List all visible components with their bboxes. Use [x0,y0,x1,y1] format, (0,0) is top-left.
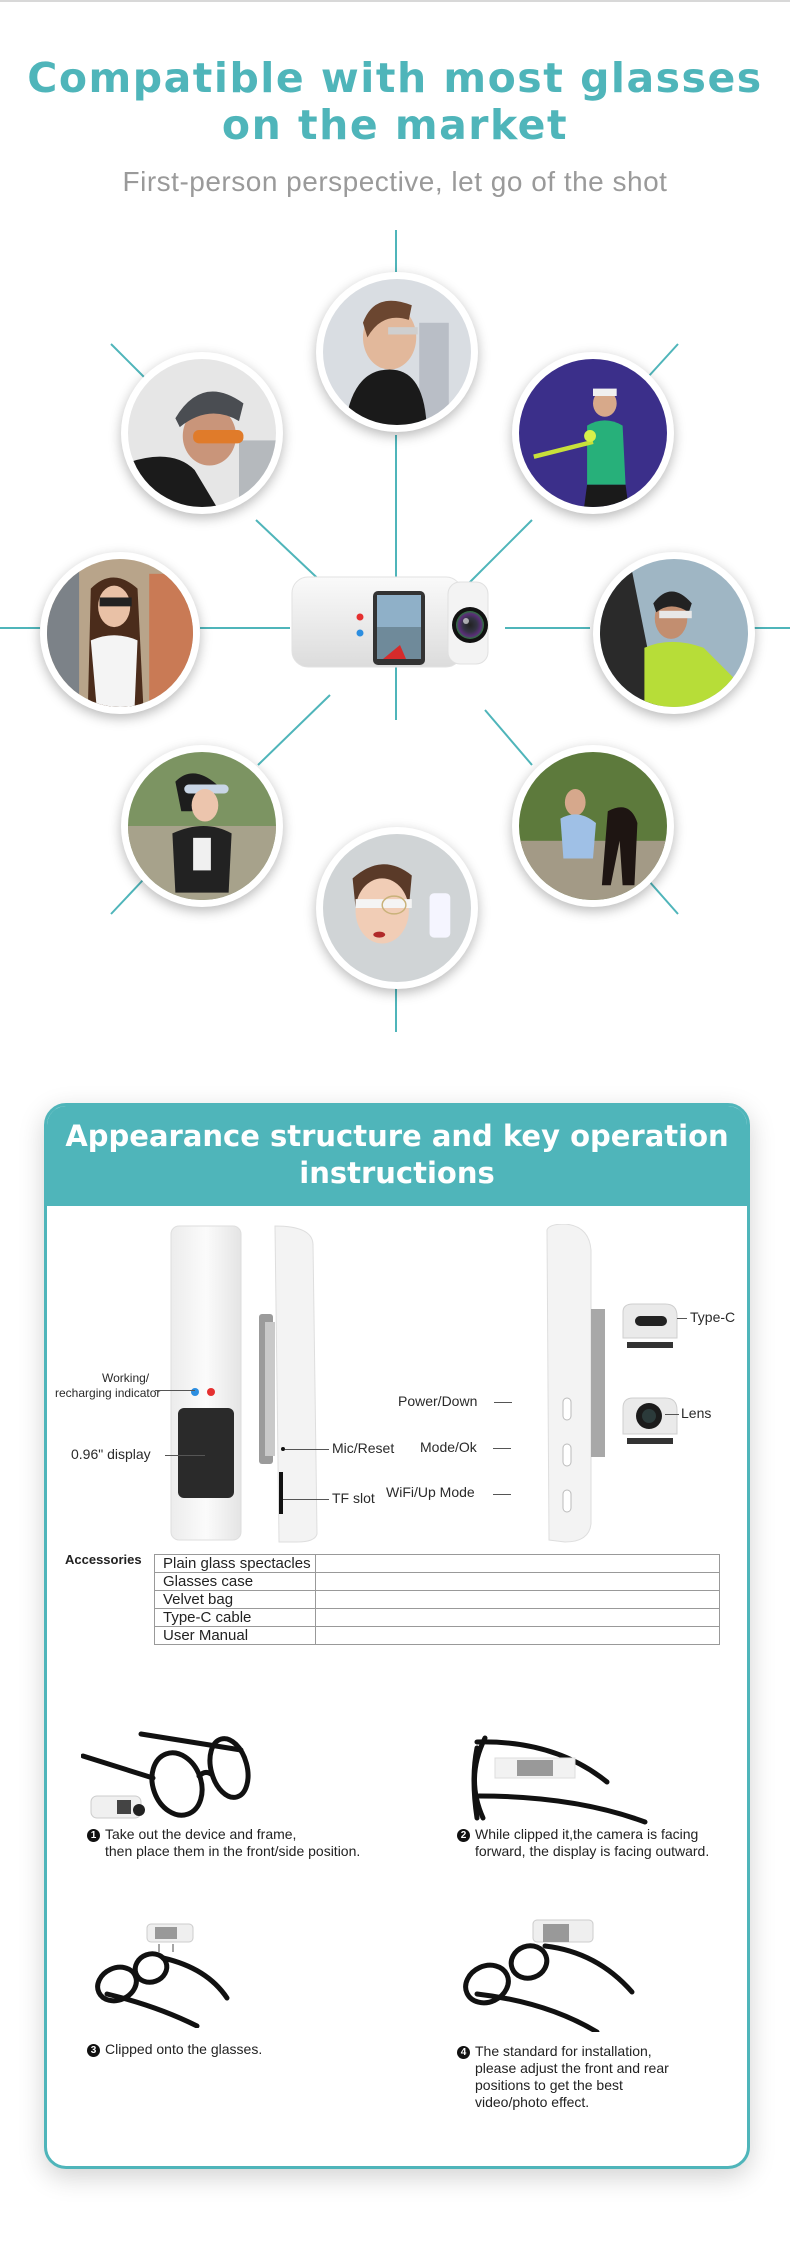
leader-mic [285,1449,329,1450]
leader-tf [283,1499,329,1500]
table-row: Velvet bag [154,1590,720,1609]
step3-illustration [95,1923,230,2028]
table-row: Plain glass spectacles [154,1554,720,1573]
label-mode-ok: Mode/Ok [420,1439,477,1455]
label-type-c: Type-C [690,1309,736,1325]
top-divider [0,0,790,2]
accessories-label: Accessories [65,1552,142,1567]
instructions-title-line2: instructions [299,1156,495,1190]
photo-lower-right [512,745,674,907]
device-back-view [546,1224,605,1543]
step-number-icon: 4 [457,2046,470,2059]
step-number-icon: 1 [87,1829,100,1842]
label-mic-reset: Mic/Reset [332,1440,395,1456]
step-number-icon: 3 [87,2044,100,2057]
photo-right [593,552,755,714]
step4-illustration [463,1919,635,2032]
leader-mode [493,1448,511,1449]
product-camera-image [291,576,489,668]
photo-upper-right [512,352,674,514]
instructions-card: Appearance structure and key operation i… [44,1103,750,2169]
type-c-port-closeup [622,1303,678,1348]
table-row: Glasses case [154,1572,720,1591]
table-row: User Manual [154,1626,720,1645]
hero-title-line1: Compatible with most glasses [27,54,763,102]
photo-upper-left [121,352,283,514]
leader-power [494,1402,512,1403]
label-wifi-up-mode: WiFi/Up Mode [386,1484,475,1500]
step-number-icon: 2 [457,1829,470,1842]
step2-illustration [471,1735,648,1825]
instructions-title-line1: Appearance structure and key operation [65,1119,729,1153]
hero-title: Compatible with most glasses on the mark… [0,55,790,149]
label-display: 0.96" display [71,1446,151,1462]
lens-closeup [622,1397,678,1444]
label-power-down: Power/Down [398,1393,478,1409]
leader-display [165,1455,205,1456]
device-front-view [170,1225,242,1541]
label-indicator-1: Working/ [102,1371,150,1385]
photo-bottom [316,827,478,989]
photo-left [40,552,200,714]
hero-title-line2: on the market [221,101,569,149]
label-indicator-2: recharging indicator [55,1386,161,1400]
leader-wifi [493,1494,511,1495]
instructions-header: Appearance structure and key operation i… [47,1106,747,1206]
table-row: Type-C cable [154,1608,720,1627]
photo-lower-left [121,745,283,907]
step1-illustration [81,1731,251,1819]
photo-top [316,272,478,432]
label-lens: Lens [681,1405,712,1421]
hero-subtitle: First-person perspective, let go of the … [122,166,668,197]
device-side-view [259,1225,318,1543]
label-tf-slot: TF slot [332,1490,375,1506]
leader-indicator [155,1390,195,1391]
accessories-table: Plain glass spectacles Glasses case Velv… [154,1554,720,1645]
